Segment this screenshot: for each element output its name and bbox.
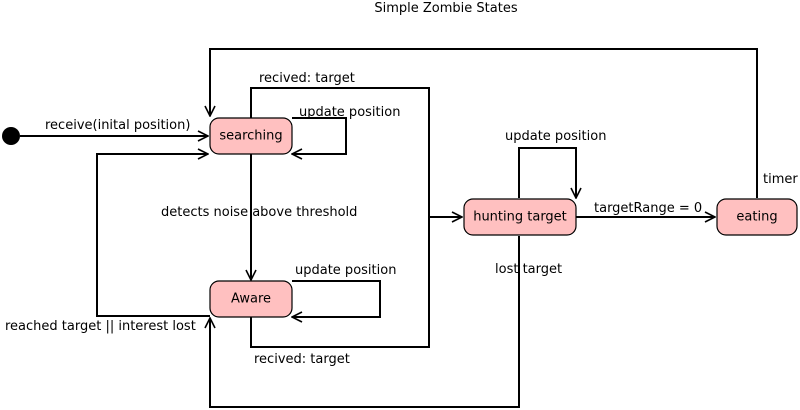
initial-node: [2, 127, 20, 145]
edge-aware-to-hunting: [250, 217, 430, 348]
edge-aware-to-searching: [96, 154, 210, 317]
edge-hunting-self: [518, 147, 576, 198]
state-eating-label: eating: [736, 210, 777, 225]
state-eating: eating: [716, 198, 798, 236]
edge-searching-to-hunting: [250, 87, 462, 217]
edge-hunting-to-aware: [210, 236, 520, 408]
label-hunting-to-aware: lost target: [495, 262, 562, 277]
label-searching-to-hunting: recived: target: [259, 71, 355, 86]
state-searching: searching: [209, 117, 293, 155]
state-aware-label: Aware: [231, 292, 271, 307]
label-eating-to-searching: timer: [763, 172, 798, 187]
label-hunting-self: update position: [505, 129, 606, 144]
state-hunting-target: hunting target: [463, 198, 577, 236]
edge-searching-self: [292, 117, 347, 154]
edge-aware-self: [292, 280, 381, 317]
label-aware-to-hunting: recived: target: [254, 352, 350, 367]
state-searching-label: searching: [219, 129, 282, 144]
state-hunting-label: hunting target: [473, 210, 567, 225]
edge-eating-to-searching: [210, 48, 758, 198]
state-aware: Aware: [209, 280, 293, 318]
diagram-title: Simple Zombie States: [374, 1, 517, 16]
label-hunting-to-eating: targetRange = 0: [594, 201, 702, 216]
label-initial: receive(inital position): [45, 118, 190, 133]
label-aware-to-searching: reached target || interest lost: [5, 319, 196, 334]
label-aware-self: update position: [295, 263, 396, 278]
label-searching-to-aware: detects noise above threshold: [161, 205, 357, 220]
label-searching-self: update position: [299, 105, 400, 120]
